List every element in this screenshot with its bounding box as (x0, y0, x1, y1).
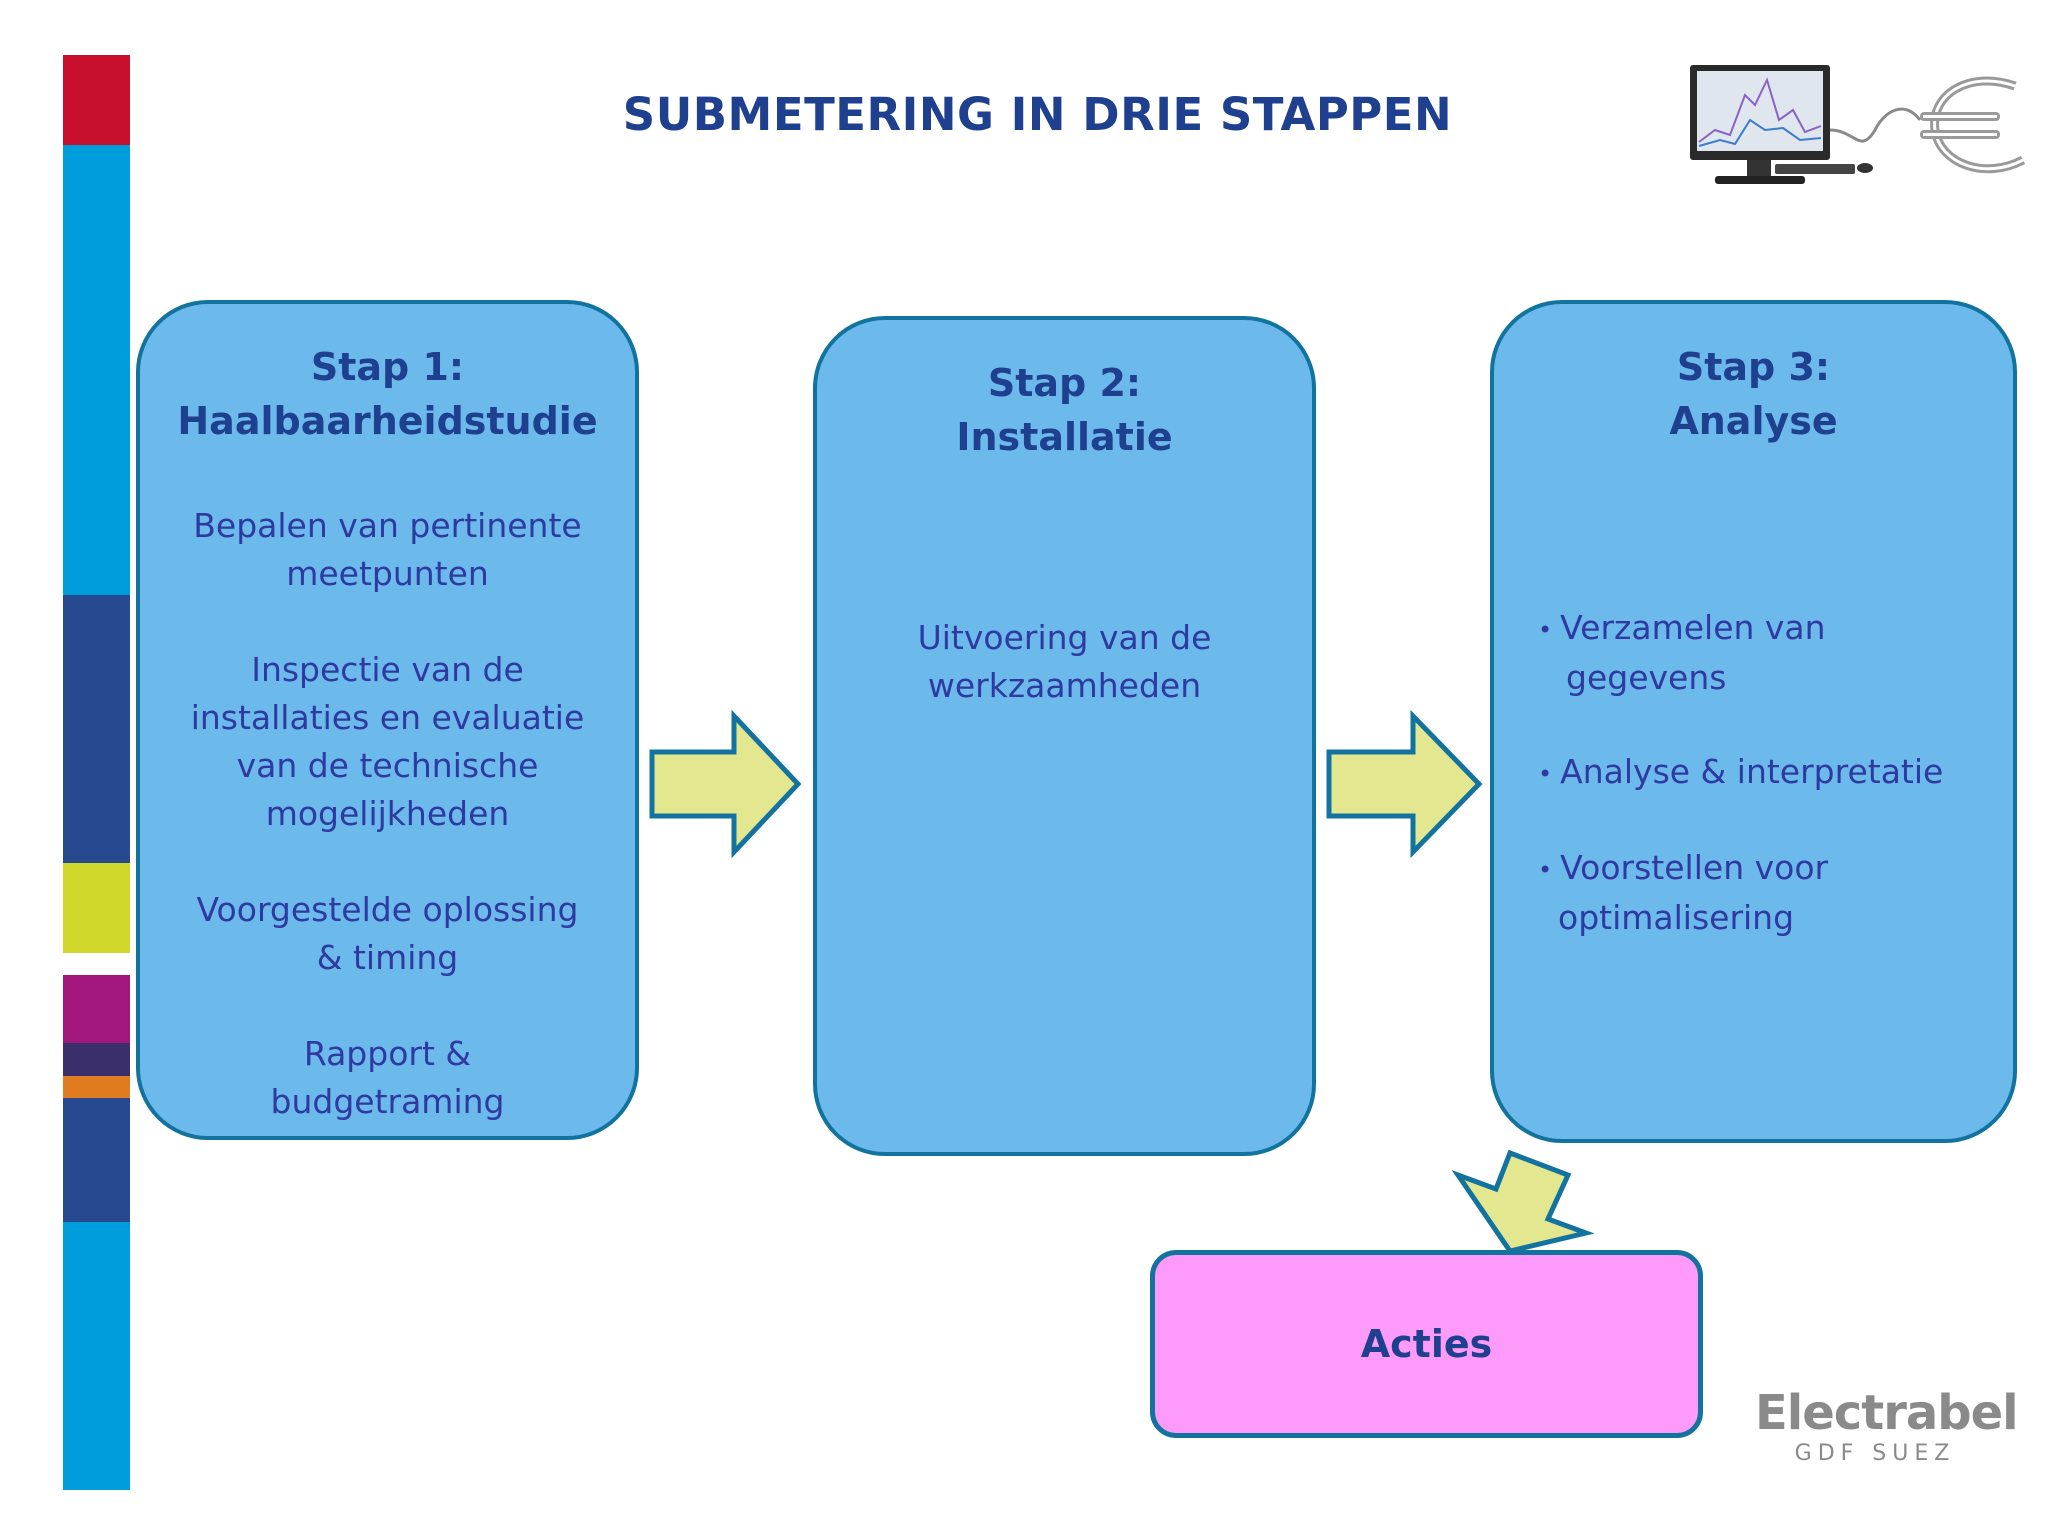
step-1-heading-line2: Haalbaarheidstudie (177, 399, 598, 443)
brand-sub: GDF SUEZ (1794, 1441, 1956, 1466)
arrow-down-left-icon (1451, 1149, 1595, 1254)
side-bar-segment (63, 595, 130, 863)
step-1-text: van de technische (236, 746, 539, 785)
step-1-text: Inspectie van de (251, 650, 524, 689)
step-1-text: installaties en evaluatie (190, 698, 585, 737)
step-3-bullet-text: gegevens (1566, 657, 1727, 697)
computer-monitor-icon (1690, 65, 1922, 184)
acties-label: Acties (1360, 1322, 1493, 1366)
step-1-text: meetpunten (286, 554, 489, 593)
arrow-right-icon (1326, 709, 1483, 859)
side-bar-segment (63, 1076, 130, 1098)
step-1-text: Bepalen van pertinente (193, 506, 582, 545)
bullet-icon: • (1538, 759, 1553, 788)
step-2-heading-line2: Installatie (956, 415, 1173, 459)
side-bar-segment (63, 1043, 130, 1076)
euro-icon (1920, 76, 2026, 174)
side-bar-segment (63, 975, 130, 1043)
side-bar-segment (63, 55, 130, 145)
page-title: SUBMETERING IN DRIE STAPPEN (622, 88, 1453, 141)
step-2-heading-line1: Stap 2: (987, 361, 1142, 405)
step-1-text: Voorgestelde oplossing (196, 890, 579, 929)
step-1-text: mogelijkheden (265, 794, 510, 833)
step-1-text: budgetraming (270, 1082, 505, 1121)
step-2-box: Stap 2: Installatie Uitvoering van de we… (813, 316, 1316, 1156)
electrabel-logo: Electrabel GDF SUEZ (1755, 1385, 2019, 1466)
acties-box: Acties (1150, 1250, 1703, 1438)
side-bar-segment (63, 1222, 130, 1490)
step-1-text: & timing (316, 938, 459, 977)
step-1-text: Rapport & (303, 1034, 472, 1073)
side-bar-segment (63, 863, 130, 953)
bullet-icon: • (1538, 615, 1553, 644)
side-bar-segment (63, 1098, 130, 1222)
step-3-heading-line1: Stap 3: (1676, 345, 1831, 389)
step-3-bullet-text: optimalisering (1558, 897, 1795, 937)
step-2-text: Uitvoering van de (917, 618, 1212, 657)
step-3-bullet-text: Analyse & interpretatie (1560, 752, 1944, 791)
side-bar-segment (63, 145, 130, 595)
step-1-box: Stap 1: Haalbaarheidstudie Bepalen van p… (136, 300, 639, 1140)
arrow-right-icon (649, 709, 802, 859)
step-3-bullet: •Voorstellen voor optimalisering (1538, 844, 1828, 942)
step-3-bullet-text: Voorstellen voor (1560, 848, 1829, 887)
step-2-text: werkzaamheden (927, 666, 1202, 705)
bullet-icon: • (1538, 855, 1553, 884)
step-3-bullet-text: Verzamelen van (1560, 608, 1826, 647)
step-3-heading-line2: Analyse (1669, 399, 1838, 443)
brand-name: Electrabel (1755, 1385, 2019, 1441)
step-3-bullet: •Verzamelen van gegevens (1538, 604, 1826, 702)
step-3-bullet: •Analyse & interpretatie (1538, 748, 1943, 798)
step-1-heading-line1: Stap 1: (310, 345, 465, 389)
step-3-box: Stap 3: Analyse •Verzamelen van gegevens… (1490, 300, 2017, 1143)
